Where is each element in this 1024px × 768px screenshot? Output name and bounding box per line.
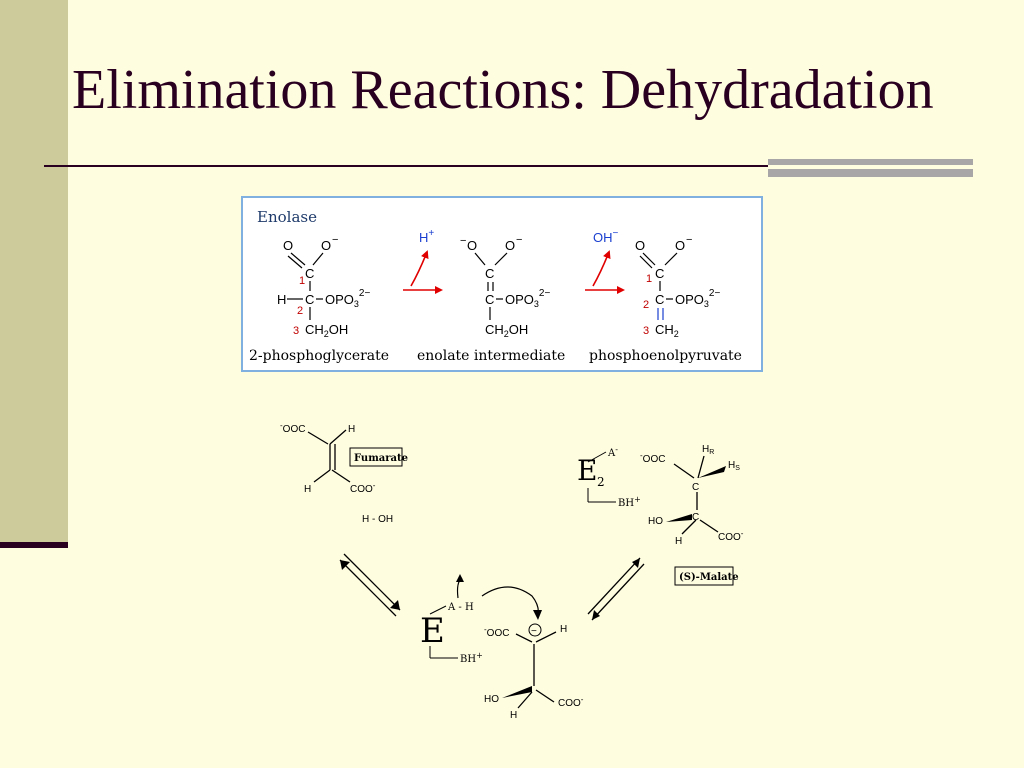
s1-c3: CH2OH xyxy=(305,322,348,339)
malate-c-top: C xyxy=(692,482,699,493)
fumarate-carboxylate-bottom: COO- xyxy=(350,481,376,495)
s2-c3: CH2OH xyxy=(485,322,528,339)
s2-phosphate: OPO32− xyxy=(505,288,550,309)
s1-o-minus-charge: − xyxy=(332,234,338,246)
s3-c2: C xyxy=(655,292,664,307)
enzyme-e2-subscript: 2 xyxy=(597,475,605,489)
s3-o-double: O xyxy=(635,238,645,253)
s3-c1: C xyxy=(655,266,664,281)
carbanion-charge: − xyxy=(531,626,537,637)
structure-phosphoenolpyruvate: O O − C 1 C 2 OPO32− 3 CH2 xyxy=(635,234,720,339)
s1-c2: C xyxy=(305,292,314,307)
s1-locant-3: 3 xyxy=(293,325,299,337)
carbanion-h-top: H xyxy=(560,624,567,635)
s3-o-minus: O xyxy=(675,238,685,253)
s1-h: H xyxy=(277,292,286,307)
enolase-heading: Enolase xyxy=(257,208,317,226)
enzyme-acid-group: A - H xyxy=(447,602,474,613)
fumarase-mechanism-svg: -OOC H H COO- Fumarate H - OH E 2 A- xyxy=(280,421,744,721)
malate-h-r: HR xyxy=(702,444,714,456)
s2-o-left-charge: − xyxy=(460,235,466,247)
left-accent-bar-foot xyxy=(0,542,68,548)
s1-phosphate: OPO32− xyxy=(325,288,370,309)
caption-2-phosphoglycerate: 2-phosphoglycerate xyxy=(249,348,389,364)
s3-phosphate: OPO32− xyxy=(675,288,720,309)
s1-o-double: O xyxy=(283,238,293,253)
equilibrium-arrow-left xyxy=(339,553,401,617)
enzyme-e2-letter: E xyxy=(577,454,597,487)
caption-enolate-intermediate: enolate intermediate xyxy=(417,348,565,364)
title-rule-accent-band-top xyxy=(768,159,973,165)
malate-ho: HO xyxy=(648,516,663,527)
s-malate-structure: -OOC HR HS C C HO H COO- (S)-Malate xyxy=(640,444,744,586)
carbanion-coo: COO- xyxy=(558,695,584,709)
title-rule-accent-band-bottom xyxy=(768,169,973,177)
structure-enolate-intermediate: − O O − C C OPO32− CH2OH xyxy=(460,234,550,339)
s2-c2: C xyxy=(485,292,494,307)
fumarate-h-top: H xyxy=(348,424,355,435)
fumarate-carboxylate-top: -OOC xyxy=(280,421,305,435)
step-1-curved-arrow xyxy=(410,250,429,287)
s1-locant-1: 1 xyxy=(299,275,305,287)
enzyme-e2-acid: BH+ xyxy=(618,495,641,509)
enzyme-e-letter: E xyxy=(420,611,445,651)
title-rule xyxy=(44,165,768,167)
fumarase-mechanism-diagram: -OOC H H COO- Fumarate H - OH E 2 A- xyxy=(270,410,790,740)
s3-o-minus-charge: − xyxy=(686,234,692,246)
carbanion-ho: HO xyxy=(484,694,499,705)
enzyme-protonated-base: BH+ xyxy=(460,651,483,665)
step-2-curved-arrow xyxy=(592,250,611,287)
s2-c1: C xyxy=(485,266,494,281)
carbanion-h-bottom: H xyxy=(510,710,517,721)
malate-h: H xyxy=(675,536,682,547)
title-rule-accent xyxy=(768,159,973,177)
malate-c-bottom: C xyxy=(692,512,699,523)
slide-title: Elimination Reactions: Dehydradation xyxy=(72,59,934,121)
equilibrium-arrow-right xyxy=(587,557,645,621)
step-1-reagent: H+ xyxy=(419,228,434,245)
fumarate-label: Fumarate xyxy=(354,453,408,464)
carbanion-intermediate: E A - H BH+ -OOC − H HO H xyxy=(420,574,584,721)
s3-locant-1: 1 xyxy=(646,273,652,285)
carbanion-carboxylate: -OOC xyxy=(484,625,509,639)
s2-o-right-charge: − xyxy=(516,234,522,246)
enolase-reaction-svg: Enolase O O − C 1 H C 2 OPO32− 3 CH2OH xyxy=(249,208,742,364)
caption-phosphoenolpyruvate: phosphoenolpyruvate xyxy=(589,348,742,364)
step-1-proton-loss: H+ xyxy=(403,228,443,294)
s3-c3: CH2 xyxy=(655,322,679,339)
water-molecule: H - OH xyxy=(362,514,393,525)
step-2-reagent: OH− xyxy=(593,228,619,245)
structure-2-phosphoglycerate: O O − C 1 H C 2 OPO32− 3 CH2OH xyxy=(277,234,370,339)
left-accent-bar xyxy=(0,0,68,542)
malate-h-s: HS xyxy=(728,460,740,472)
enzyme-e2-complex: E 2 A- BH+ xyxy=(577,445,641,509)
s3-locant-2: 2 xyxy=(643,299,649,311)
s1-o-minus: O xyxy=(321,238,331,253)
s1-locant-2: 2 xyxy=(297,305,303,317)
malate-label: (S)-Malate xyxy=(679,572,739,583)
malate-carboxylate-right: COO- xyxy=(718,529,744,543)
malate-carboxylate-left: -OOC xyxy=(640,451,665,465)
s2-o-right: O xyxy=(505,238,515,253)
step-2-hydroxide-loss: OH− xyxy=(585,228,625,294)
s1-c1: C xyxy=(305,266,314,281)
fumarate-structure: -OOC H H COO- Fumarate xyxy=(280,421,408,495)
fumarate-h-bottom: H xyxy=(304,484,311,495)
s3-locant-3: 3 xyxy=(643,325,649,337)
enzyme-e2-base: A- xyxy=(607,445,618,459)
s2-o-left: O xyxy=(467,238,477,253)
enolase-reaction-panel: Enolase O O − C 1 H C 2 OPO32− 3 CH2OH xyxy=(241,196,763,372)
